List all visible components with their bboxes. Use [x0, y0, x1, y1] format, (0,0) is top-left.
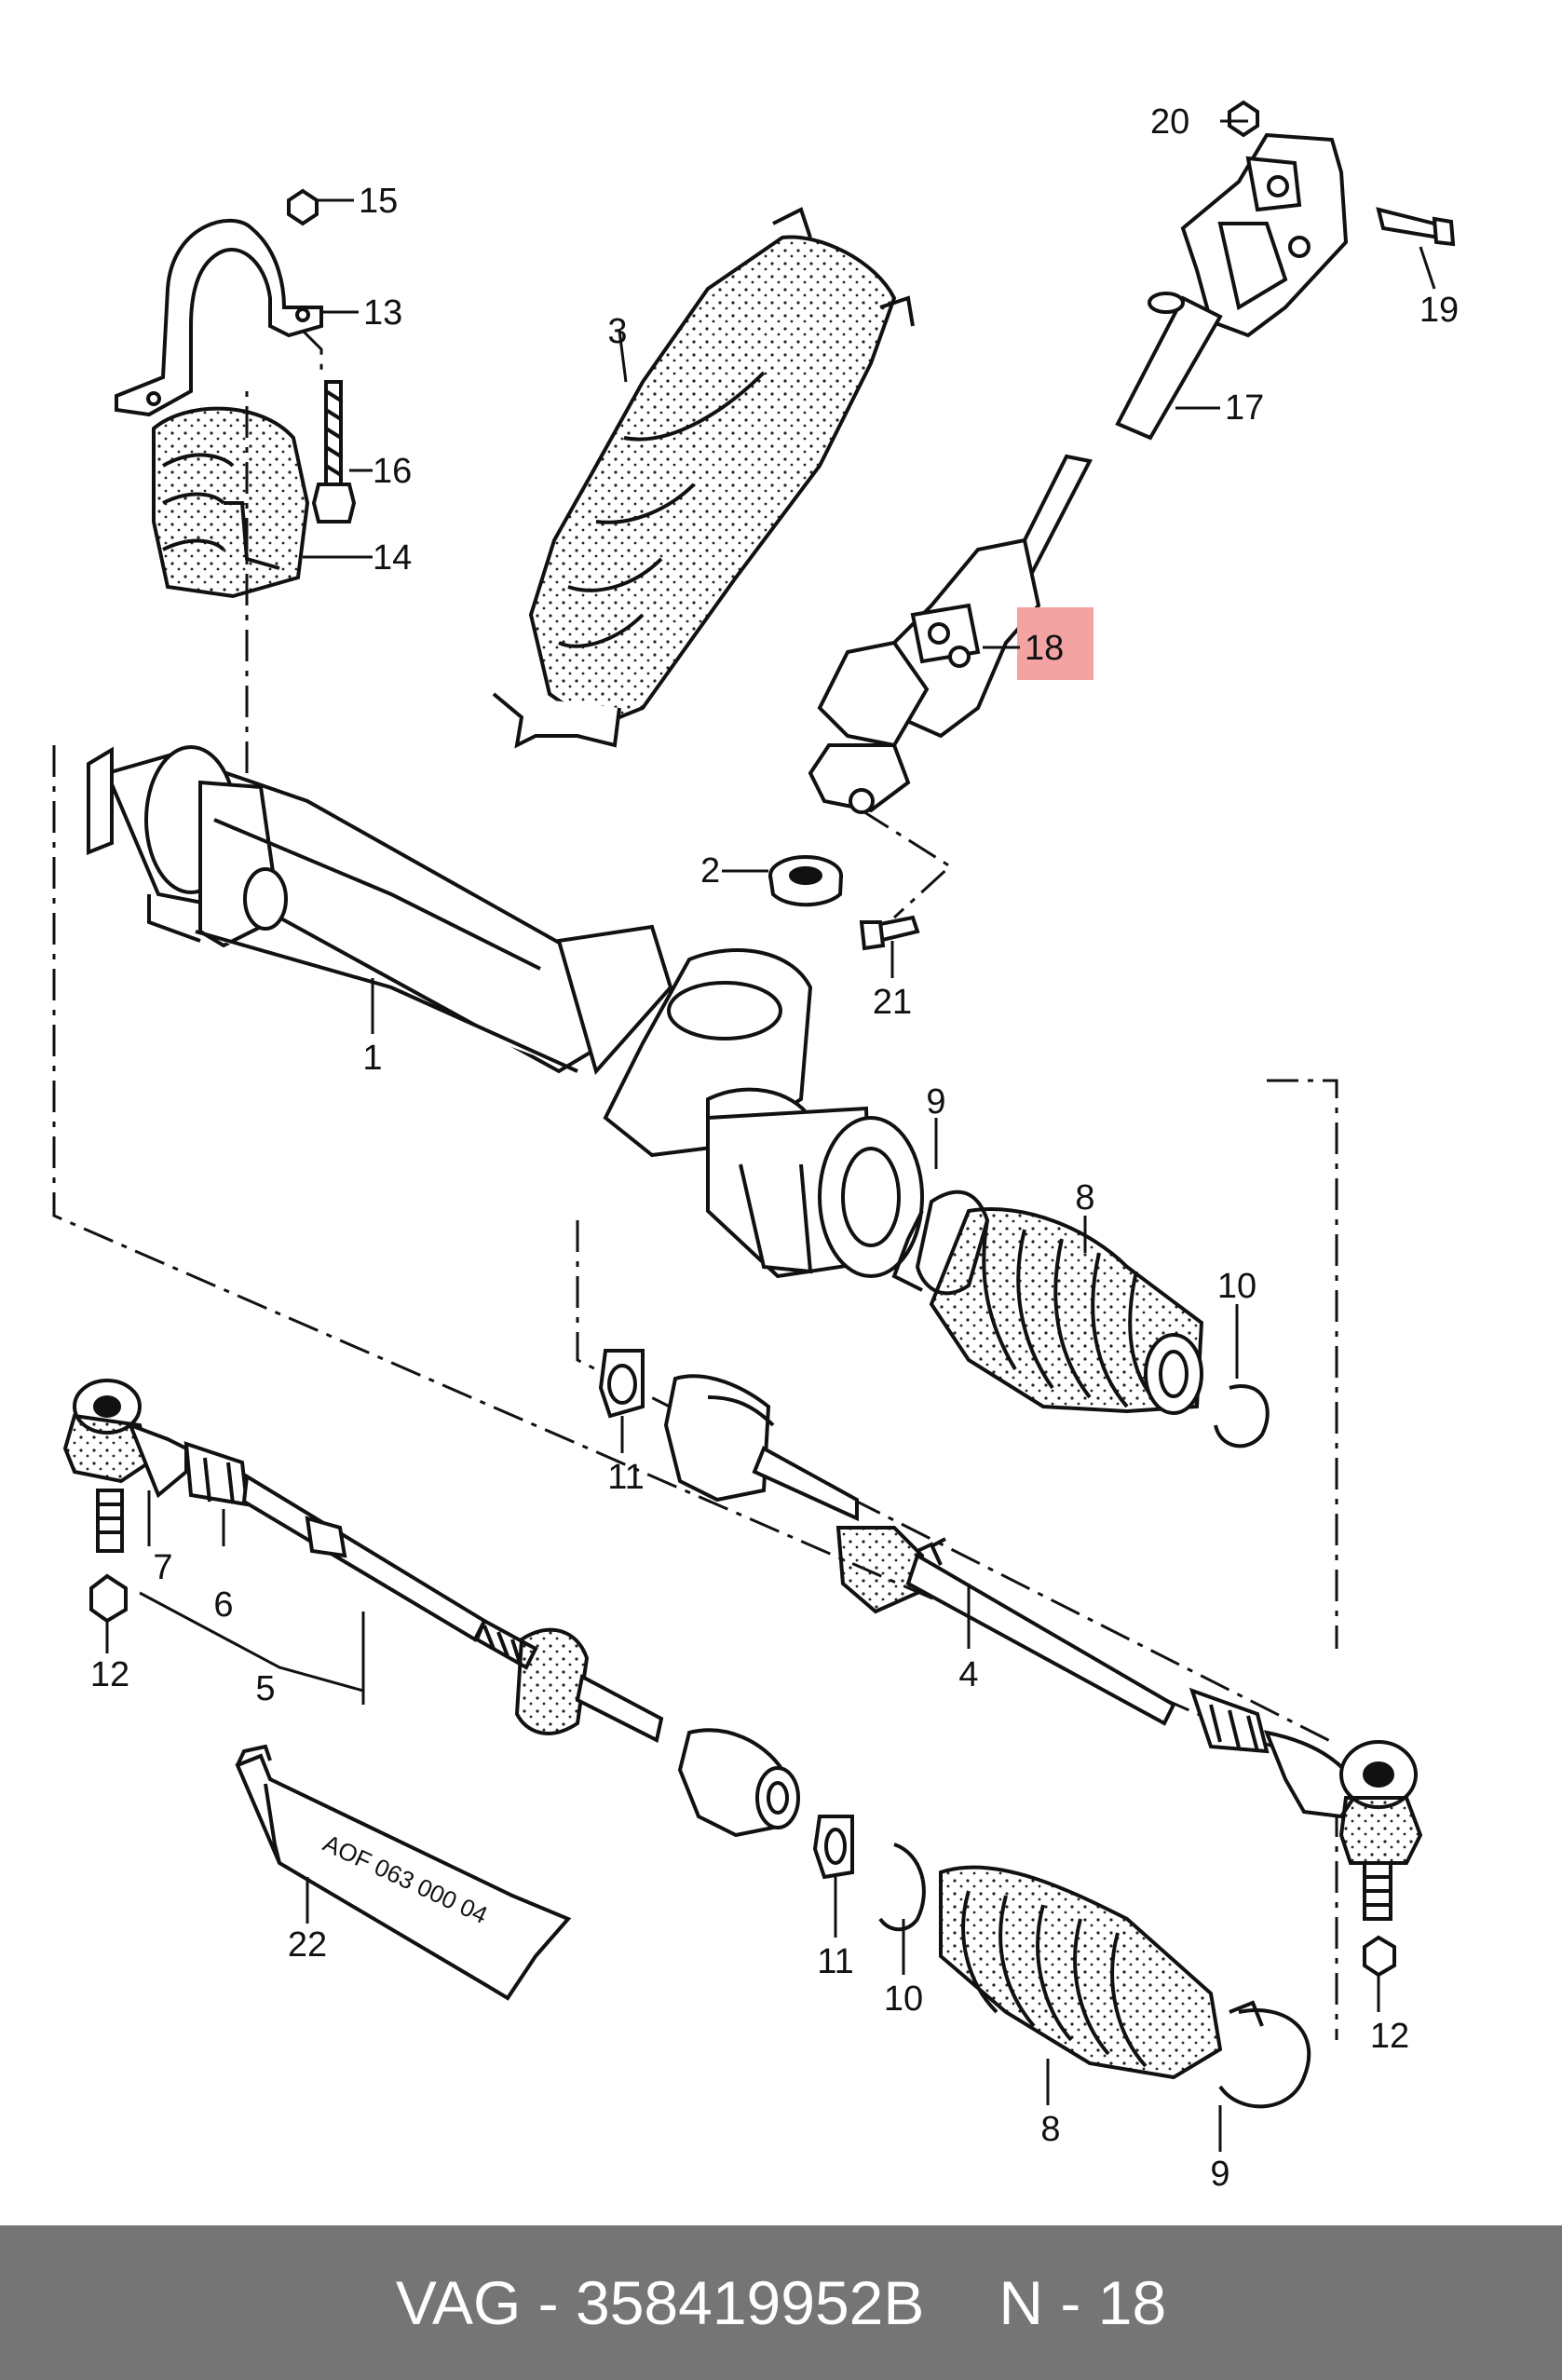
part-18-highlight [1017, 607, 1093, 680]
exploded-steering-diagram: AOF 063 000 04 15 13 16 14 3 [52, 100, 1459, 2194]
footer-position-prefix: N [998, 2268, 1044, 2337]
callout-18: 18 [1025, 629, 1064, 668]
callout-21: 21 [873, 983, 912, 1022]
callout-10-top: 10 [1217, 1267, 1256, 1306]
footer-separator: - [537, 2268, 559, 2337]
callout-3: 3 [607, 312, 627, 351]
callout-labels: 15 13 16 14 3 20 19 17 18 2 21 1 9 8 10 … [90, 102, 1459, 2194]
callout-13: 13 [363, 293, 402, 333]
steering-rack-housing [87, 745, 924, 1279]
footer-part-number: 358419952B [576, 2268, 925, 2337]
callout-2: 2 [700, 851, 720, 891]
callout-11-top: 11 [607, 1458, 644, 1497]
callout-22: 22 [288, 1925, 327, 1965]
callout-14: 14 [373, 538, 412, 578]
footer-position-separator: - [1060, 2268, 1081, 2337]
callout-5: 5 [255, 1669, 275, 1708]
callout-9-top: 9 [926, 1082, 945, 1122]
callout-12-left: 12 [90, 1655, 129, 1694]
left-tie-rod-assembly [62, 1379, 1311, 2109]
callout-11-bottom: 11 [817, 1942, 853, 1981]
grommet-and-bolt [768, 855, 920, 951]
right-tie-rod-assembly [598, 1190, 1423, 1978]
rack-boot [492, 207, 915, 749]
dashed-reference-lines [52, 329, 1338, 2040]
part-number-footer: VAG - 358419952B N - 18 [0, 2225, 1562, 2380]
callout-1: 1 [362, 1039, 382, 1078]
callout-12-right: 12 [1370, 2017, 1409, 2056]
callout-17: 17 [1225, 388, 1264, 428]
callout-10-bottom: 10 [884, 1979, 923, 2019]
footer-position-number: 18 [1097, 2268, 1167, 2337]
footer-brand: VAG [395, 2268, 522, 2337]
callout-9-bottom: 9 [1210, 2155, 1229, 2194]
callout-4: 4 [958, 1655, 978, 1694]
callout-8-top: 8 [1075, 1178, 1094, 1217]
callout-7: 7 [153, 1548, 172, 1587]
callout-19: 19 [1419, 291, 1459, 330]
callout-6: 6 [213, 1585, 233, 1625]
steering-shaft-assembly [808, 100, 1456, 814]
callout-16: 16 [373, 452, 412, 491]
callout-15: 15 [359, 182, 398, 221]
rack-clamp-assembly [115, 188, 357, 599]
callout-20: 20 [1150, 102, 1189, 142]
leader-lines [105, 119, 1436, 2152]
callout-8-bottom: 8 [1040, 2110, 1060, 2149]
